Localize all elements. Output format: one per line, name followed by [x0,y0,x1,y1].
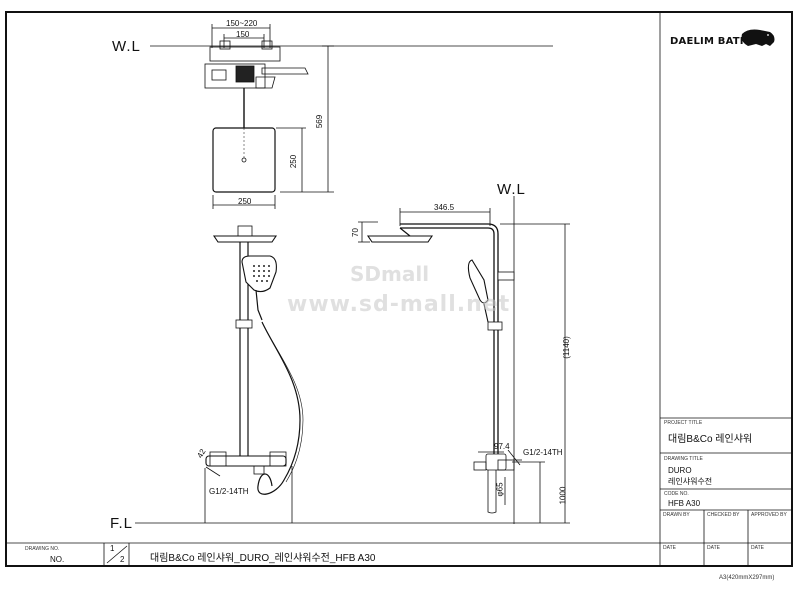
drawing-title-bar: 대림B&Co 레인샤워_DURO_레인샤워수전_HFB A30 [150,553,376,564]
date-label-3: DATE [751,545,764,551]
thermostatic-mixer [205,455,287,467]
floor-line-label: F.L [110,515,134,532]
company-logo: DAELIM BATH [670,36,749,47]
paper-size: A3(420mmX297mm) [719,575,775,581]
dim-phi-65: φ65 [495,482,505,497]
rain-head-side [366,235,434,243]
watermark-line2: www.sd-mall.net [287,292,511,317]
drawing-sheet [5,11,793,567]
mixer-side [485,453,507,471]
dim-250-horizontal: 250 [238,197,252,206]
wall-line-label-side: W.L [497,181,526,198]
bear-logo-icon [741,29,775,46]
dim-thread-front: G1/2-14TH [209,487,249,496]
project-title-value: 대림B&Co 레인샤워 [668,434,753,445]
watermark-line1: SDmall [350,262,430,286]
drawing-no-value: NO. [50,555,65,564]
checked-by-label: CHECKED BY [707,512,740,518]
wall-line-label-top: W.L [112,38,141,55]
sheet-total: 2 [120,555,125,564]
project-title-label: PROJECT TITLE [664,420,703,426]
drawn-by-label: DRAWN BY [663,512,690,518]
dim-250-vertical: 250 [289,154,299,169]
approved-by-label: APPROVED BY [751,512,787,518]
hand-shower-front [241,255,277,293]
sheet-number: 1 [110,544,115,553]
dim-346-5: 346.5 [434,203,455,212]
drawing-title-line2: 레인샤워수전 [668,477,713,486]
rain-head-front [212,235,278,243]
drawing-title-label: DRAWING TITLE [664,456,703,462]
drawing-title-line1: DURO [668,466,692,475]
dim-150-220: 150~220 [226,19,258,28]
dim-70: 70 [350,228,360,237]
shower-hose [257,321,301,495]
dim-1140: (1140) [561,336,571,359]
dim-150: 150 [236,30,250,39]
code-no-label: CODE NO. [664,491,689,497]
date-label-2: DATE [707,545,720,551]
date-label-1: DATE [663,545,676,551]
code-no-value: HFB A30 [668,499,701,508]
hand-shower-side [467,259,489,304]
dim-1000: 1000 [558,486,568,505]
dim-97-4: 97.4 [494,442,510,451]
dim-thread-side: G1/2-14TH [523,448,563,457]
drawing-no-label: DRAWING NO. [25,546,60,552]
dim-569: 569 [315,114,325,129]
